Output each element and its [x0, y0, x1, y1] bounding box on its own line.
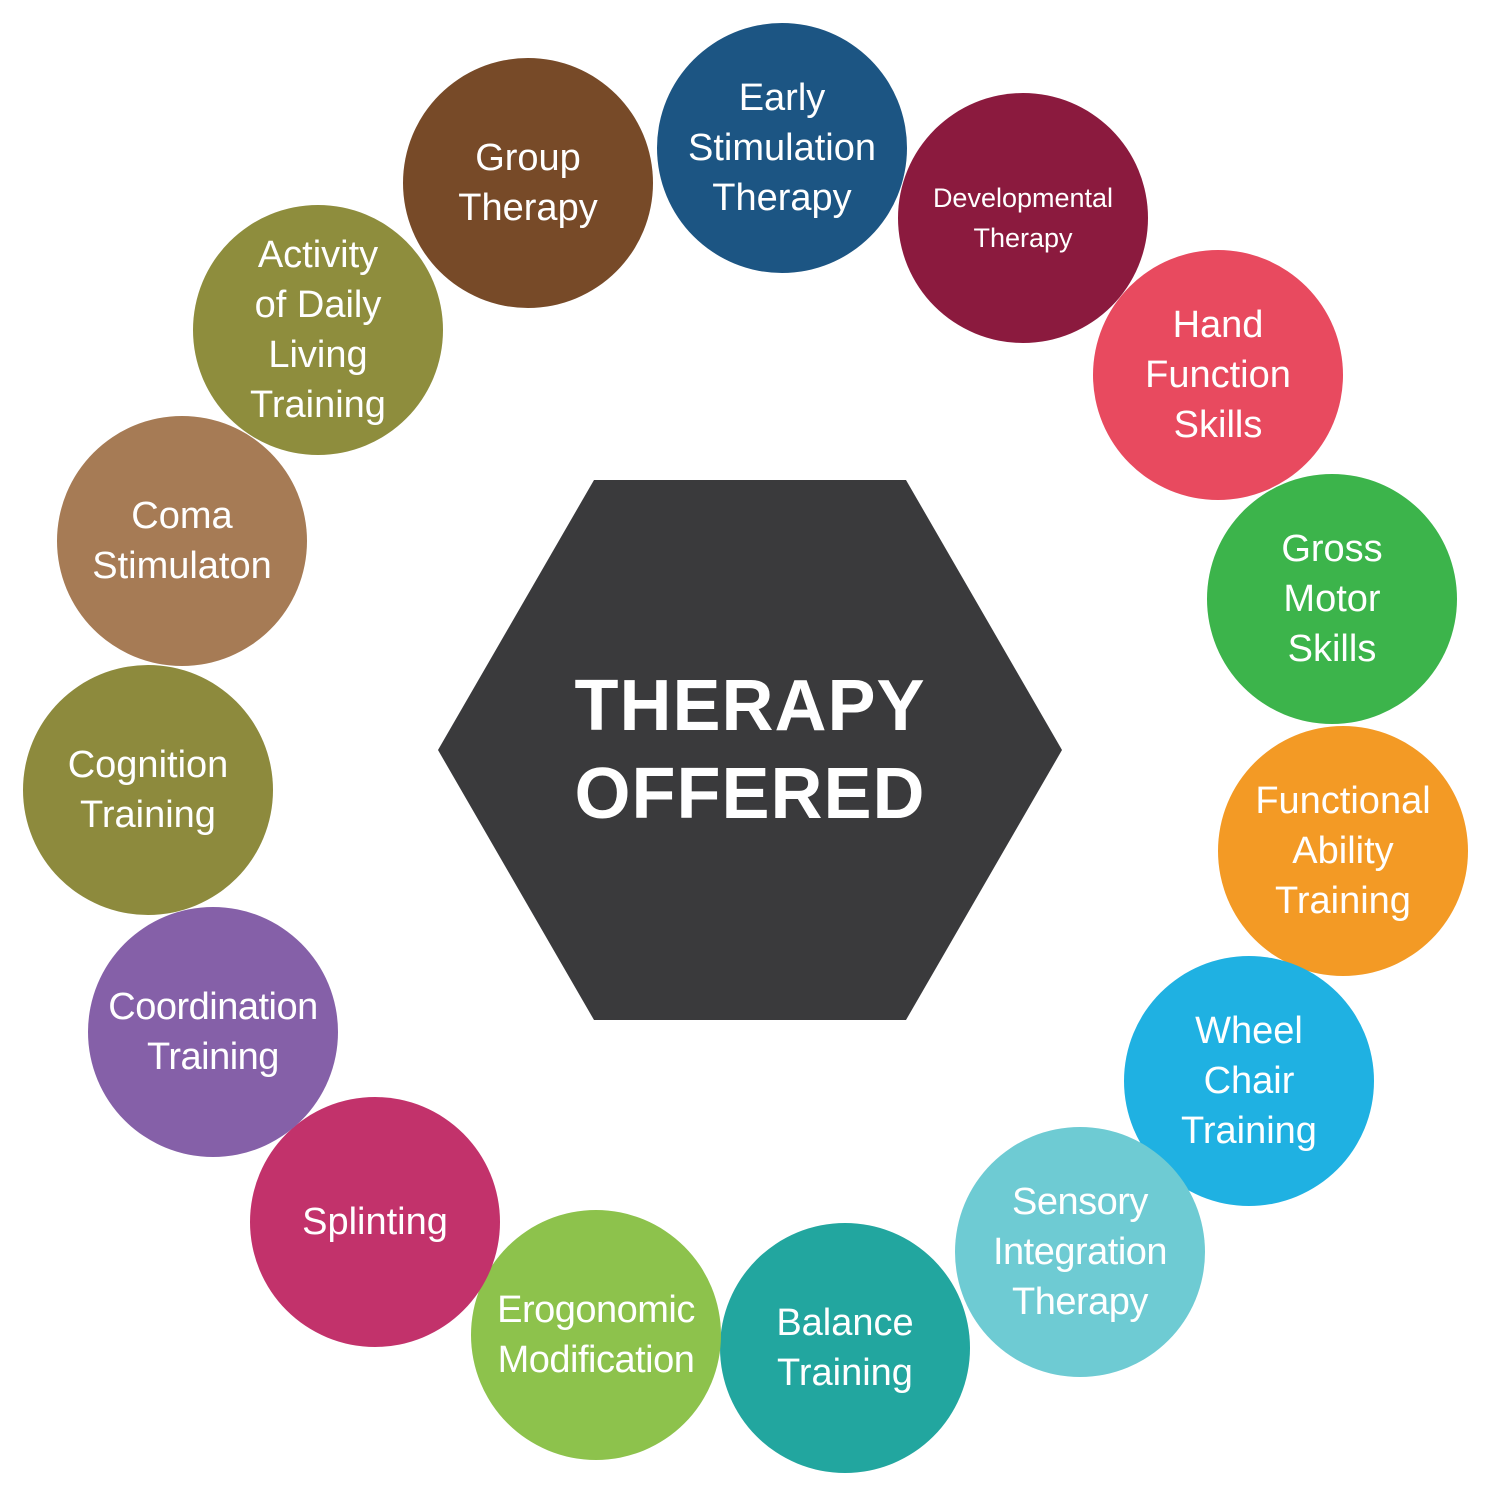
- bubble-label: Activity of Daily Living Training: [250, 234, 386, 426]
- bubble-cognition-training: Cognition Training: [23, 665, 273, 915]
- bubble-gross-motor-skills: Gross Motor Skills: [1207, 474, 1457, 724]
- bubble-group-therapy: Group Therapy: [403, 58, 653, 308]
- bubble-ergonomic-modification: Erogonomic Modification: [471, 1210, 721, 1460]
- center-hexagon: THERAPY OFFERED: [438, 480, 1062, 1020]
- bubble-label: Cognition Training: [67, 744, 229, 836]
- bubble-early-stimulation-therapy: Early Stimulation Therapy: [657, 23, 907, 273]
- bubble-hand-function-skills: Hand Function Skills: [1093, 250, 1343, 500]
- bubble-balance-training: Balance Training: [720, 1223, 970, 1473]
- bubble-splinting: Splinting: [250, 1097, 500, 1347]
- bubble-label: Erogonomic Modification: [497, 1289, 695, 1381]
- bubble-label: Wheel Chair Training: [1181, 1010, 1317, 1152]
- bubble-label: Early Stimulation Therapy: [688, 77, 876, 219]
- bubble-coordination-training: Coordination Training: [88, 907, 338, 1157]
- bubble-label: Group Therapy: [458, 137, 598, 229]
- bubble-label: Gross Motor Skills: [1281, 528, 1383, 670]
- bubble-coma-stimulation: Coma Stimulaton: [57, 416, 307, 666]
- bubble-developmental-therapy: Developmental Therapy: [898, 93, 1148, 343]
- bubble-label: Developmental Therapy: [932, 183, 1114, 253]
- bubble-label: Splinting: [302, 1201, 448, 1243]
- bubble-label: Coma Stimulaton: [92, 495, 272, 587]
- bubble-label: Coordination Training: [108, 986, 318, 1078]
- bubble-activity-of-daily-living-training: Activity of Daily Living Training: [193, 205, 443, 455]
- bubble-label: Balance Training: [776, 1302, 914, 1394]
- bubble-label: Hand Function Skills: [1145, 304, 1291, 446]
- center-title: THERAPY OFFERED: [574, 666, 926, 834]
- bubble-label: Sensory Integration Therapy: [992, 1181, 1168, 1323]
- bubble-label: Functional Ability Training: [1255, 780, 1431, 922]
- bubble-functional-ability-training: Functional Ability Training: [1218, 726, 1468, 976]
- bubble-sensory-integration-therapy: Sensory Integration Therapy: [955, 1127, 1205, 1377]
